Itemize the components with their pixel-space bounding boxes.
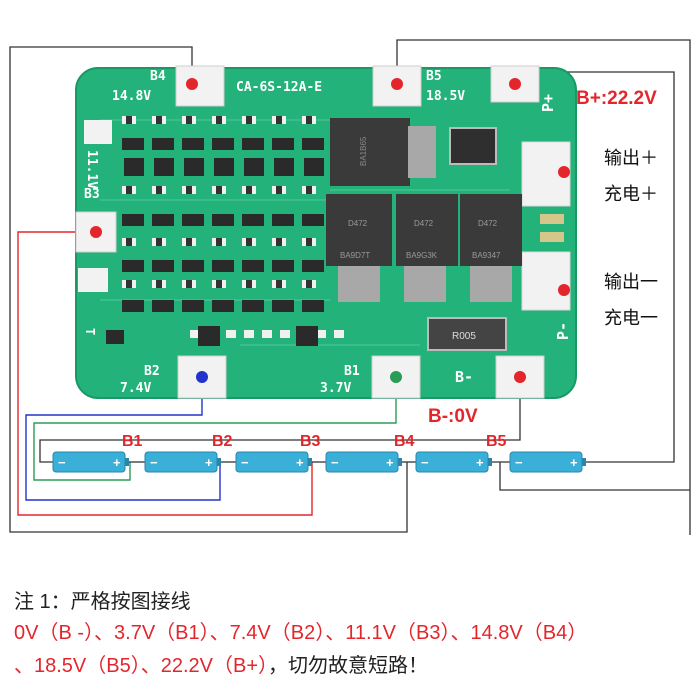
battery-label-b2: B2 bbox=[212, 433, 233, 450]
battery-plus-sign: + bbox=[386, 455, 394, 470]
battery-minus-sign: − bbox=[515, 455, 523, 470]
note-title: 注 1：严格按图接线 bbox=[14, 591, 191, 613]
battery-minus-sign: − bbox=[58, 455, 66, 470]
wire-b1 bbox=[33, 377, 397, 481]
pad-b5-voltage: 18.5V bbox=[426, 89, 465, 104]
wire-bminus bbox=[39, 377, 521, 463]
pplus-output-pad bbox=[521, 141, 571, 207]
wire-b5 bbox=[396, 39, 691, 535]
output-minus-label: 输出一 bbox=[604, 272, 658, 292]
svg-text:BA9G3K: BA9G3K bbox=[406, 251, 438, 260]
battery-terminal bbox=[398, 458, 402, 466]
note-voltage-line-2: 、18.5V（B5）、22.2V（B+），切勿故意短路！ bbox=[14, 650, 428, 682]
battery-terminal bbox=[125, 458, 129, 466]
battery-plus-sign: + bbox=[570, 455, 578, 470]
pad-b3-name: B3 bbox=[84, 187, 100, 202]
battery-terminal bbox=[217, 458, 221, 466]
wire-b3 bbox=[17, 231, 313, 516]
svg-text:BA1B65: BA1B65 bbox=[359, 136, 368, 166]
shunt-resistor: R005 bbox=[427, 317, 507, 351]
mosfet-1: D472 BA9D7T bbox=[326, 194, 392, 302]
charge-minus-label: 充电一 bbox=[604, 308, 658, 328]
pminus-output-pad bbox=[521, 251, 571, 311]
mosfet-3: D472 BA9347 bbox=[460, 194, 522, 302]
battery-terminal bbox=[488, 458, 492, 466]
mosfet-top: BA1B65 bbox=[330, 118, 436, 186]
mosfet-2: D472 BA9G3K bbox=[396, 194, 458, 302]
battery-minus-sign: − bbox=[331, 455, 339, 470]
battery-plus-sign: + bbox=[476, 455, 484, 470]
svg-text:R005: R005 bbox=[452, 331, 476, 342]
output-plus-label: 输出＋ bbox=[604, 148, 658, 168]
pad-b1-voltage: 3.7V bbox=[320, 381, 351, 396]
battery-plus-sign: + bbox=[205, 455, 213, 470]
pad-b5 bbox=[372, 65, 422, 107]
charge-plus-label: 充电＋ bbox=[604, 184, 658, 204]
battery-minus-sign: − bbox=[241, 455, 249, 470]
note-voltage-line-1: 0V（B -）、3.7V（B1）、7.4V（B2）、11.1V（B3）、14.8… bbox=[14, 622, 588, 644]
smd-component-field bbox=[106, 116, 344, 346]
pad-b2 bbox=[177, 355, 227, 399]
pad-bplus bbox=[490, 65, 540, 103]
battery-label-b4: B4 bbox=[394, 433, 415, 450]
pad-b5-name: B5 bbox=[426, 69, 442, 84]
pad-bminus-name: B- bbox=[455, 368, 473, 386]
pad-b3 bbox=[75, 211, 117, 253]
pad-left-mid bbox=[78, 268, 108, 292]
small-t-mark: T bbox=[83, 328, 97, 335]
svg-text:D472: D472 bbox=[478, 219, 498, 228]
pad-b4-name: B4 bbox=[150, 69, 166, 84]
battery-minus-sign: − bbox=[421, 455, 429, 470]
note-line-2-warning: ，切勿故意短路！ bbox=[268, 655, 429, 677]
battery-minus-sign: − bbox=[150, 455, 158, 470]
battery-label-b5: B5 bbox=[486, 433, 507, 450]
svg-text:D472: D472 bbox=[414, 219, 434, 228]
pad-pminus-label: P- bbox=[554, 322, 572, 340]
svg-text:D472: D472 bbox=[348, 219, 368, 228]
pad-bminus bbox=[495, 355, 545, 399]
svg-text:BA9D7T: BA9D7T bbox=[340, 251, 370, 260]
wire-b2 bbox=[25, 377, 221, 501]
wiring-diagram: CA-6S-12A-E B4 14.8V B5 18.5V 11.1V B3 B… bbox=[9, 39, 691, 535]
pad-b4-voltage: 14.8V bbox=[112, 89, 151, 104]
battery-label-b3: B3 bbox=[300, 433, 321, 450]
battery-plus-sign: + bbox=[296, 455, 304, 470]
pad-b1-name: B1 bbox=[344, 364, 360, 379]
svg-text:BA9347: BA9347 bbox=[472, 251, 501, 260]
pad-b3-voltage: 11.1V bbox=[84, 150, 99, 189]
wire-b4 bbox=[9, 46, 408, 533]
pad-left-top bbox=[84, 120, 112, 144]
battery-plus-sign: + bbox=[113, 455, 121, 470]
bplus-voltage-label: B+:22.2V bbox=[576, 88, 657, 109]
battery-terminal bbox=[308, 458, 312, 466]
note-line-2-red: 、18.5V（B5）、22.2V（B+） bbox=[14, 655, 269, 677]
board-model: CA-6S-12A-E bbox=[236, 80, 322, 95]
pad-b2-voltage: 7.4V bbox=[120, 381, 151, 396]
pad-pplus-label: P+ bbox=[539, 94, 557, 112]
pad-b1 bbox=[371, 355, 421, 399]
wire-b5-junction bbox=[499, 462, 690, 491]
bminus-voltage-label: B-:0V bbox=[428, 406, 478, 427]
pad-b2-name: B2 bbox=[144, 364, 160, 379]
capacitor-right-top bbox=[540, 214, 564, 242]
battery-terminal bbox=[582, 458, 586, 466]
battery-label-b1: B1 bbox=[122, 433, 143, 450]
pad-b4 bbox=[175, 65, 225, 107]
diode bbox=[449, 127, 497, 165]
